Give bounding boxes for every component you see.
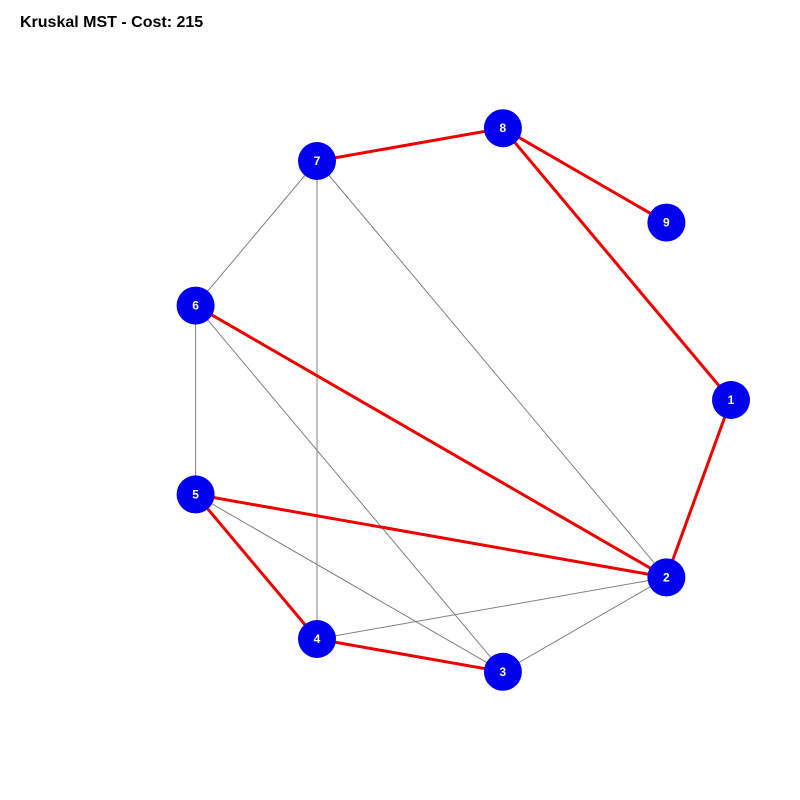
- graph-edge-7-2: [316, 160, 667, 578]
- node-label: 1: [728, 393, 735, 407]
- node-circle: [176, 475, 215, 514]
- node-circle: [483, 652, 522, 691]
- node-4: 4: [298, 620, 336, 658]
- node-1: 1: [712, 381, 750, 419]
- mst-edge-7-8: [316, 126, 504, 163]
- node-circle: [647, 558, 686, 597]
- graph-edge-3-2: [502, 576, 667, 673]
- node-3: 3: [483, 652, 522, 691]
- node-9: 9: [647, 203, 686, 242]
- node-label: 8: [500, 121, 507, 135]
- node-label: 3: [500, 665, 507, 679]
- node-label: 9: [663, 216, 670, 230]
- mst-edge-5-4: [194, 493, 319, 640]
- node-circle: [176, 286, 215, 325]
- node-7: 7: [298, 142, 336, 180]
- node-label: 7: [314, 154, 321, 168]
- mst-edge-5-2: [195, 492, 667, 579]
- node-circle: [712, 381, 750, 419]
- node-6: 6: [176, 286, 215, 325]
- mst-edge-1-2: [664, 399, 733, 578]
- graph-edge-5-3: [195, 493, 504, 673]
- graph-edge-4-2: [316, 576, 667, 640]
- node-5: 5: [176, 475, 215, 514]
- node-label: 2: [663, 570, 670, 584]
- node-8: 8: [483, 109, 522, 148]
- page-title: Kruskal MST - Cost: 215: [20, 14, 204, 31]
- mst-edge-4-3: [316, 637, 504, 674]
- node-label: 6: [192, 299, 199, 313]
- mst-edge-8-9: [502, 126, 668, 224]
- node-circle: [647, 203, 686, 242]
- edges-layer: [194, 126, 733, 674]
- node-label: 4: [314, 632, 321, 646]
- graph-edge-7-6: [195, 160, 318, 306]
- graph-edge-6-3: [195, 305, 504, 673]
- mst-edge-6-2: [194, 304, 668, 579]
- node-circle: [483, 109, 522, 148]
- nodes-layer: 1 2 3 4 5 6 7 8 9: [176, 109, 750, 691]
- node-circle: [298, 620, 336, 658]
- node-circle: [298, 142, 336, 180]
- node-2: 2: [647, 558, 686, 597]
- node-label: 5: [192, 487, 199, 501]
- mst-edge-8-1: [501, 127, 733, 401]
